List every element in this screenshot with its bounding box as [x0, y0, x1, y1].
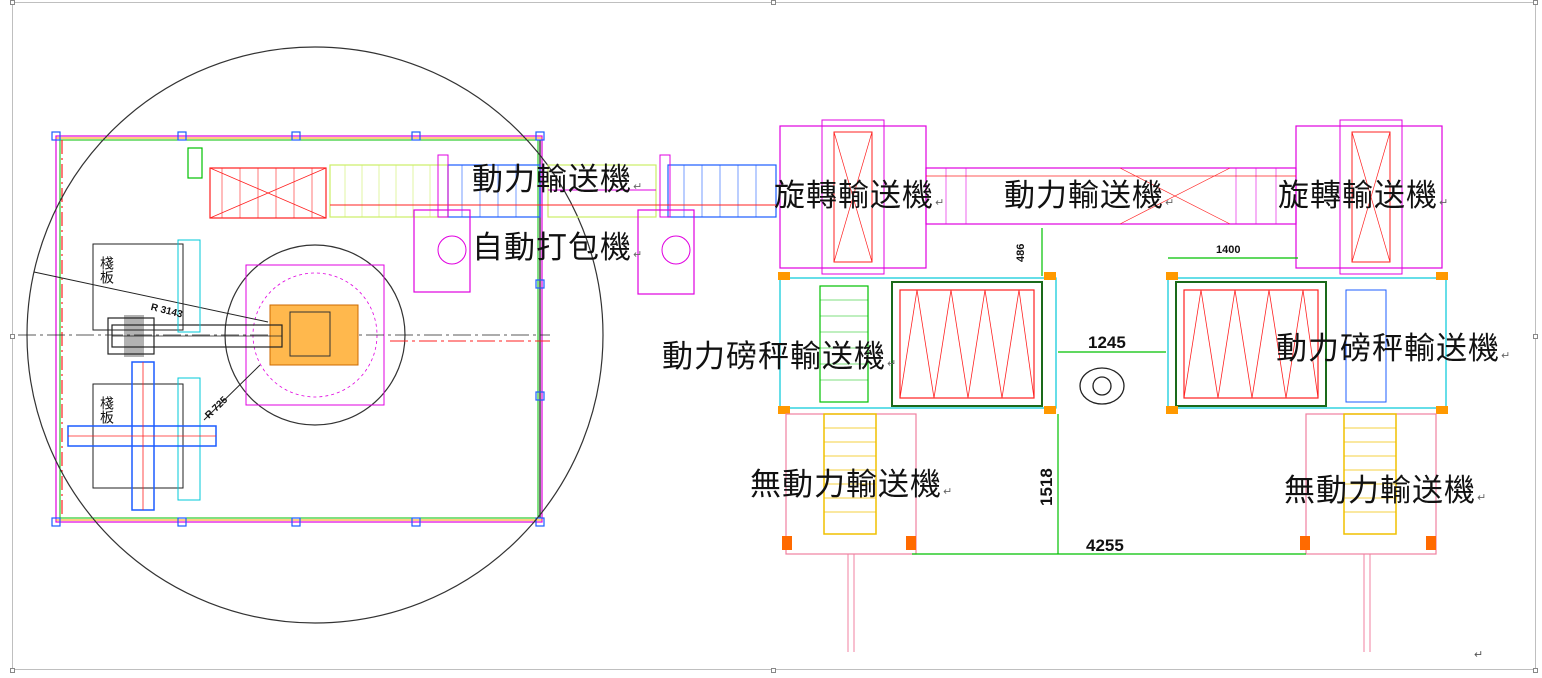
- gravity-conveyors: [782, 413, 1437, 652]
- scale-conveyors: [778, 272, 1448, 414]
- resize-handle[interactable]: [1533, 668, 1538, 673]
- pallet-label-top: 棧板: [98, 256, 114, 284]
- resize-handle[interactable]: [10, 0, 15, 5]
- label-text: 自動打包機: [472, 230, 632, 266]
- return-mark: ↵: [633, 180, 644, 193]
- label-text: 動力磅秤輸送機: [1276, 331, 1500, 367]
- upper-right-line: [779, 119, 1443, 275]
- label-powered-conveyor-1: 動力輸送機↵: [472, 165, 643, 196]
- label-powered-scale-right: 動力磅秤輸送機↵: [1276, 334, 1511, 365]
- resize-handle[interactable]: [771, 668, 776, 673]
- dimension-1518: 1518: [1037, 468, 1056, 506]
- resize-handle[interactable]: [10, 668, 15, 673]
- dimension-4255: 4255: [1086, 536, 1124, 555]
- label-text: 無動力輸送機: [1284, 473, 1476, 509]
- return-mark: ↵: [1439, 196, 1450, 209]
- return-mark: ↵: [1477, 491, 1488, 504]
- dimension-1400: 1400: [1216, 244, 1241, 256]
- return-mark: ↵: [1165, 196, 1176, 209]
- label-unpowered-right: 無動力輸送機↵: [1284, 476, 1487, 507]
- label-powered-conveyor-2: 動力輸送機↵: [1004, 181, 1175, 212]
- return-mark: ↵: [633, 248, 644, 261]
- return-mark: ↵: [1501, 349, 1512, 362]
- paragraph-mark: ↵: [1474, 649, 1484, 661]
- label-text: 動力磅秤輸送機: [662, 339, 886, 375]
- label-rotary-conveyor-right: 旋轉輸送機↵: [1278, 181, 1449, 212]
- label-powered-scale-left: 動力磅秤輸送機↵: [662, 342, 897, 373]
- dimension-1245: 1245: [1088, 333, 1126, 352]
- pallet-label-bottom: 棧板: [98, 396, 114, 424]
- label-unpowered-left: 無動力輸送機↵: [750, 470, 953, 501]
- return-mark: ↵: [943, 485, 954, 498]
- resize-handle[interactable]: [1533, 0, 1538, 5]
- label-text: 無動力輸送機: [750, 467, 942, 503]
- label-rotary-conveyor-left: 旋轉輸送機↵: [774, 181, 945, 212]
- powered-conveyor-left: [329, 154, 777, 295]
- label-text: 動力輸送機: [1004, 178, 1164, 214]
- dimension-lines: [912, 228, 1306, 555]
- resize-handle[interactable]: [10, 334, 15, 339]
- return-mark: ↵: [935, 196, 946, 209]
- return-mark: ↵: [887, 357, 898, 370]
- label-text: 旋轉輸送機: [1278, 178, 1438, 214]
- dimension-486: 486: [1015, 243, 1027, 262]
- label-text: 旋轉輸送機: [774, 178, 934, 214]
- resize-handle[interactable]: [771, 0, 776, 5]
- resize-handle[interactable]: [1533, 334, 1538, 339]
- label-auto-strapping: 自動打包機↵: [472, 233, 643, 264]
- operator-icon: [1079, 367, 1125, 405]
- label-text: 動力輸送機: [472, 162, 632, 198]
